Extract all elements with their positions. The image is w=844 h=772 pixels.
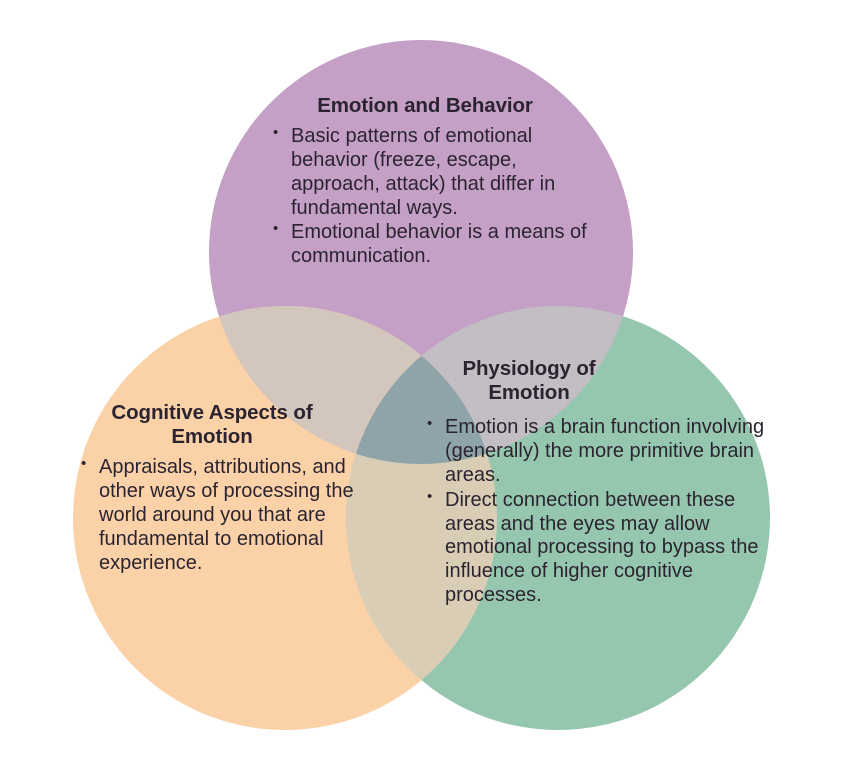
overlap-all-three [346, 306, 497, 464]
